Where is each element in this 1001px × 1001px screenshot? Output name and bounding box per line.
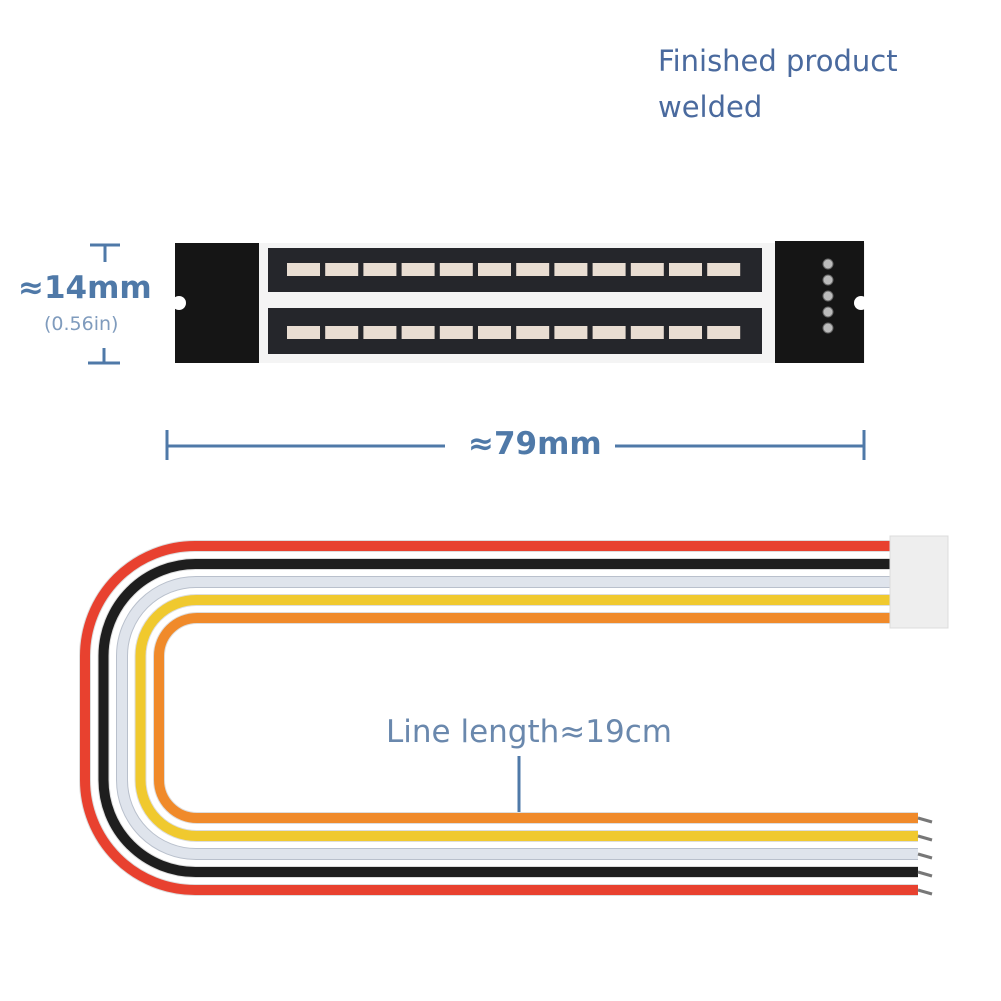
led-segment: [439, 263, 473, 276]
led-segment: [478, 263, 511, 276]
led-segment: [287, 263, 320, 276]
led-segment: [516, 326, 550, 339]
led-segment: [630, 326, 664, 339]
led-segment: [592, 326, 626, 339]
wire: [98, 559, 918, 877]
wire: [154, 613, 918, 823]
wire: [80, 541, 918, 895]
mounting-notch-right: [854, 296, 868, 310]
led-segment: [554, 263, 588, 276]
caption-line-2: welded: [658, 90, 763, 124]
led-segment: [439, 326, 473, 339]
height-inch-label: (0.56in): [44, 313, 119, 335]
led-segment: [478, 326, 511, 339]
solder-pin: [822, 306, 834, 318]
led-segment: [707, 326, 741, 339]
height-dimension-marks: [88, 243, 120, 365]
led-segment: [401, 326, 435, 339]
solder-pin: [822, 322, 834, 334]
width-label: ≈79mm: [462, 426, 608, 462]
jst-connector: [889, 535, 949, 629]
led-segment: [630, 263, 664, 276]
led-segment: [363, 326, 397, 339]
width-dimension-line: [165, 430, 866, 460]
line-length-label: Line length≈19cm: [386, 714, 672, 750]
led-segment: [401, 263, 435, 276]
wire: [135, 595, 918, 841]
led-segment: [669, 326, 702, 339]
mounting-notch-left: [172, 296, 186, 310]
wire-harness: [79, 540, 933, 896]
led-board: [172, 241, 868, 363]
wire-tip: [917, 834, 933, 842]
caption: Finished product welded: [658, 38, 898, 130]
wire-tip: [917, 888, 933, 896]
led-segment: [325, 263, 359, 276]
led-segment: [516, 263, 550, 276]
led-segment: [669, 263, 702, 276]
led-segment: [592, 263, 626, 276]
wire-tip: [917, 870, 933, 878]
led-segment: [287, 326, 320, 339]
wire-tip: [917, 852, 933, 860]
solder-pin: [822, 290, 834, 302]
caption-line-1: Finished product: [658, 44, 898, 78]
solder-pin: [822, 258, 834, 270]
wire: [117, 577, 918, 859]
led-segment: [707, 263, 741, 276]
height-label: ≈14mm: [18, 270, 152, 306]
wire-tip: [917, 816, 933, 824]
led-segment: [554, 326, 588, 339]
solder-pin: [822, 274, 834, 286]
led-segment: [363, 263, 397, 276]
led-segment: [325, 326, 359, 339]
board-left-pcb: [175, 243, 259, 363]
board-right-pcb: [775, 241, 864, 363]
